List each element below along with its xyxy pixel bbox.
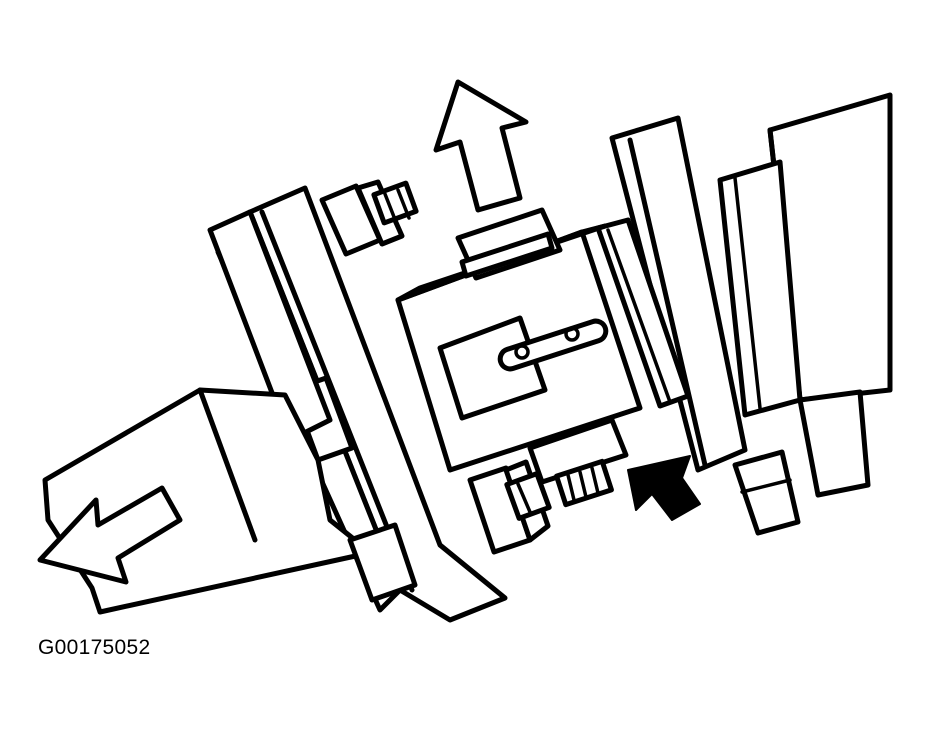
bottom-nut-stud — [527, 417, 629, 508]
solid-indicator-arrow-icon — [627, 455, 701, 521]
companion-flange — [595, 115, 748, 473]
pull-direction-arrow-left-icon — [37, 485, 183, 585]
figure-id-label: G00175052 — [38, 636, 151, 659]
yoke-block — [395, 223, 643, 473]
transmission-housing — [717, 92, 893, 536]
pull-direction-arrow-up-icon — [433, 79, 529, 213]
top-nut — [455, 207, 563, 281]
